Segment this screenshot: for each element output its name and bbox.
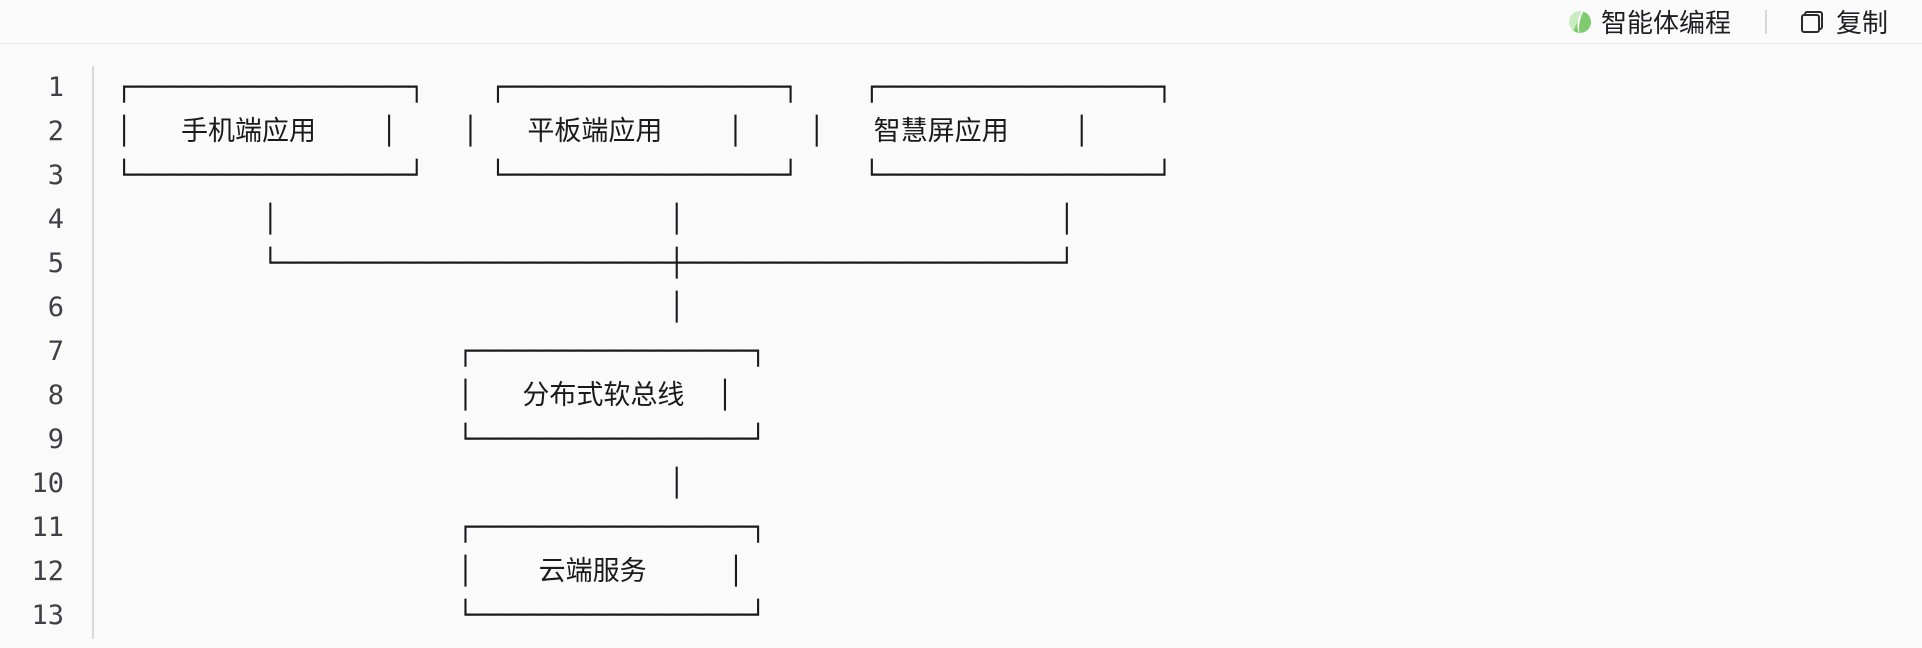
line-number: 3 xyxy=(47,160,64,191)
copy-label: 复制 xyxy=(1835,8,1888,38)
line-number: 9 xyxy=(47,424,64,455)
line-number: 8 xyxy=(47,380,64,411)
copy-icon xyxy=(1800,10,1823,33)
toolbar-divider xyxy=(1764,9,1767,34)
line-number: 1 xyxy=(47,72,64,103)
agent-leaf-icon xyxy=(1568,10,1591,33)
gutter-separator xyxy=(92,66,94,639)
line-number: 4 xyxy=(47,204,64,235)
toolbar: 智能体编程 复制 xyxy=(0,0,1922,44)
agent-label: 智能体编程 xyxy=(1600,8,1731,38)
line-number: 12 xyxy=(31,556,64,587)
agent-programming-badge[interactable]: 智能体编程 xyxy=(1568,3,1731,40)
line-number: 6 xyxy=(47,292,64,323)
line-number: 11 xyxy=(31,512,64,543)
line-number: 13 xyxy=(31,600,64,631)
ascii-architecture-diagram: ┌─────────────────┐ ┌─────────────────┐ … xyxy=(116,72,1173,631)
line-number: 10 xyxy=(31,468,64,499)
line-number: 2 xyxy=(47,116,64,147)
line-number: 5 xyxy=(47,248,64,279)
line-number: 7 xyxy=(47,336,64,367)
copy-button[interactable]: 复制 xyxy=(1800,3,1888,40)
